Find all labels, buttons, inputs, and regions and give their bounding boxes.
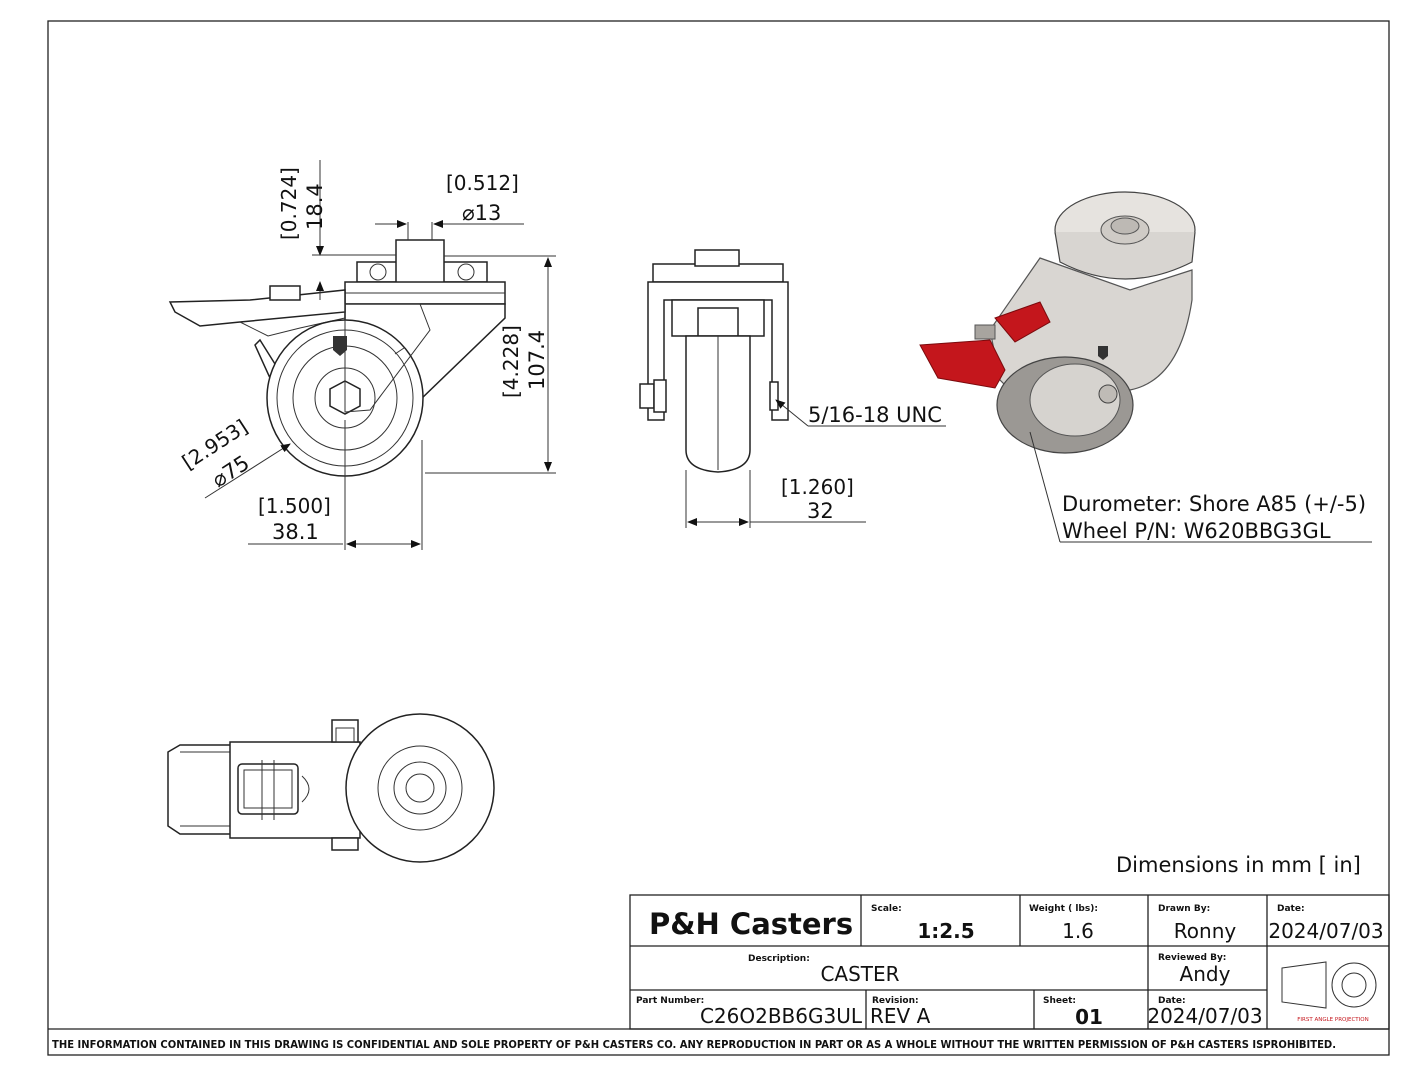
projection-symbol-icon: FIRST ANGLE PROJECTION [1281,961,1377,1023]
dim-top-mm: 18.4 [303,183,327,230]
units-note: Dimensions in mm [ in] [1116,853,1361,877]
dim-offset-in: [1.500] [258,494,331,518]
date-value: 2024/07/03 [1268,919,1383,943]
part-number-label: Part Number: [636,996,704,1006]
reviewed-by-label: Reviewed By: [1158,953,1226,963]
dim-stem-mm: ⌀13 [462,201,501,225]
dim-height-in: [4.228] [499,325,523,398]
thread-label: 5/16-18 UNC [808,403,942,427]
top-wheel [345,713,495,863]
side-view: [0.724] 18.4 [0.512] ⌀13 [4.228] 107.4 [… [168,160,556,550]
sheet-border [47,20,1390,1056]
part-number-value: C26O2BB6G3UL [700,1004,863,1028]
scale-label: Scale: [871,904,902,914]
revision-label: Revision: [872,996,919,1006]
sheet-label: Sheet: [1043,996,1076,1006]
wheel-pn-note: Wheel P/N: W620BBG3GL [1062,519,1331,543]
date-label: Date: [1277,904,1305,914]
isometric-view: Durometer: Shore A85 (+/-5) Wheel P/N: W… [919,191,1372,543]
dim-stem-in: [0.512] [446,171,519,195]
top-view [167,713,495,863]
title-block: P&H Casters Scale: 1:2.5 Weight ( lbs): … [629,894,1390,1030]
drawn-by-value: Ronny [1174,919,1237,943]
weight-value: 1.6 [1062,919,1094,943]
dim-height-mm: 107.4 [525,330,549,390]
date2-label: Date: [1158,996,1186,1006]
confidentiality-footer: THE INFORMATION CONTAINED IN THIS DRAWIN… [52,1039,1336,1051]
logo-shield-icon-iso [1098,346,1108,360]
dim-top-in: [0.724] [277,167,301,240]
reviewed-by-value: Andy [1180,962,1231,986]
drawn-by-label: Drawn By: [1158,904,1210,914]
description-value: CASTER [820,962,899,986]
durometer-note: Durometer: Shore A85 (+/-5) [1062,492,1366,516]
logo-shield-icon [333,336,347,356]
description-label: Description: [748,954,810,964]
revision-value: REV A [870,1004,931,1028]
dim-offset-mm: 38.1 [272,520,319,544]
brake-pedal [919,339,1006,389]
front-view: 5/16-18 UNC [1.260] 32 [639,249,946,528]
date2-value: 2024/07/03 [1147,1004,1262,1028]
weight-label: Weight ( lbs): [1029,904,1098,914]
sheet-value: 01 [1075,1005,1103,1029]
projection-text: FIRST ANGLE PROJECTION [1297,1017,1368,1023]
dim-width-mm: 32 [807,499,834,523]
scale-value: 1:2.5 [917,919,974,943]
dim-width-in: [1.260] [781,475,854,499]
company-name: P&H Casters [649,907,853,941]
